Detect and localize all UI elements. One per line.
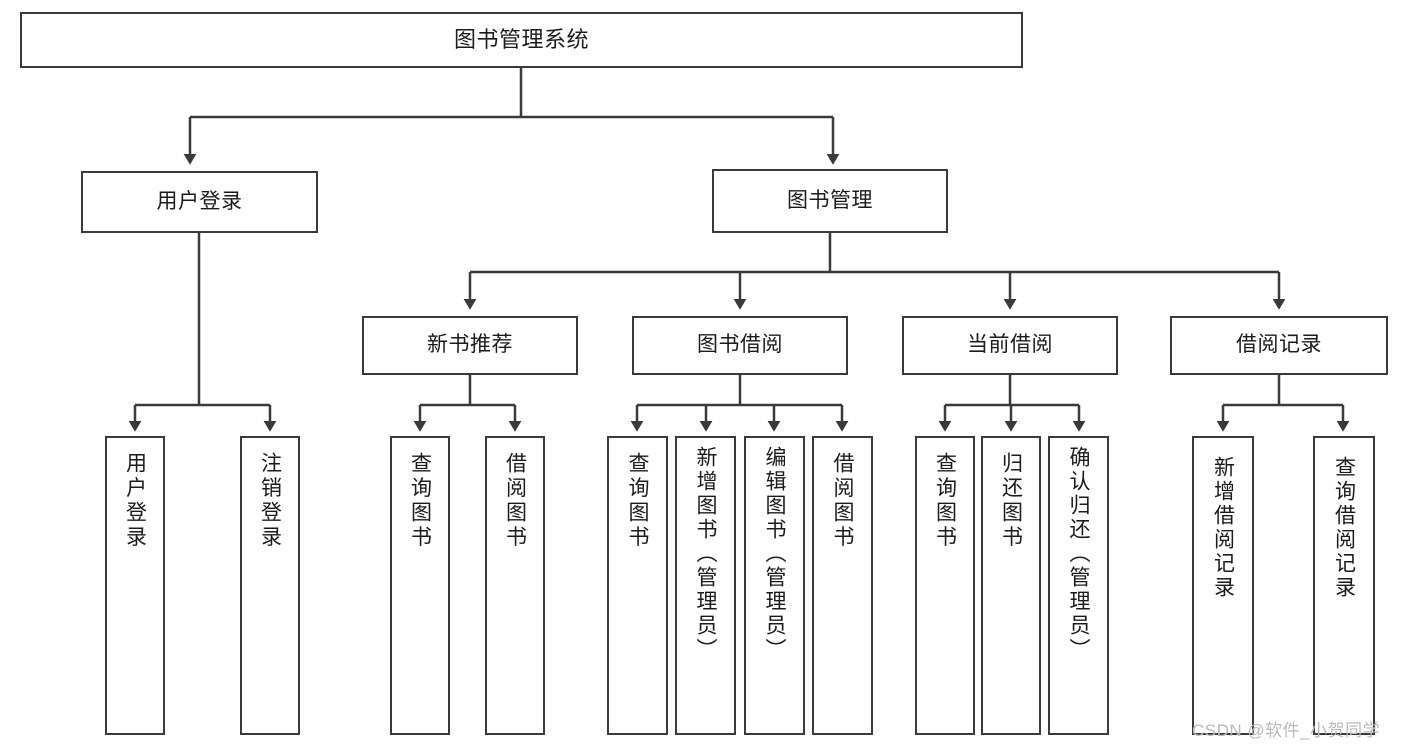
node-book-borrow[interactable]: 图书借阅 xyxy=(632,316,848,375)
leaf-rec-query-record-label: 查询借阅记录 xyxy=(1332,456,1356,600)
node-user-login[interactable]: 用户登录 xyxy=(81,171,318,233)
leaf-rec-query-record[interactable]: 查询借阅记录 xyxy=(1313,436,1375,735)
node-root[interactable]: 图书管理系统 xyxy=(20,12,1023,68)
leaf-cur-query-book[interactable]: 查询图书 xyxy=(915,436,975,735)
leaf-br-add-book[interactable]: 新增图书（管理员） xyxy=(675,436,736,735)
leaf-user-login-label: 用户登录 xyxy=(123,452,147,550)
leaf-rec-add-record-label: 新增借阅记录 xyxy=(1211,456,1235,600)
leaf-br-edit-book-label: 编辑图书（管理员） xyxy=(763,446,786,662)
leaf-cur-confirm-return[interactable]: 确认归还（管理员） xyxy=(1048,436,1109,735)
node-user-login-label: 用户登录 xyxy=(156,189,243,213)
leaf-cur-return-book-label: 归还图书 xyxy=(999,452,1023,550)
leaf-logout-label: 注销登录 xyxy=(258,452,282,550)
leaf-br-borrow-book[interactable]: 借阅图书 xyxy=(812,436,873,735)
node-root-label: 图书管理系统 xyxy=(453,27,589,53)
node-new-book-recommend[interactable]: 新书推荐 xyxy=(362,316,578,375)
leaf-nb-query-book[interactable]: 查询图书 xyxy=(390,436,450,735)
leaf-br-borrow-book-label: 借阅图书 xyxy=(831,452,854,550)
node-borrow-records[interactable]: 借阅记录 xyxy=(1170,316,1388,375)
csdn-watermark: CSDN @软件_小贺同学 xyxy=(1192,721,1381,740)
leaf-rec-add-record[interactable]: 新增借阅记录 xyxy=(1192,436,1254,735)
node-book-management[interactable]: 图书管理 xyxy=(712,169,948,233)
node-new-book-recommend-label: 新书推荐 xyxy=(427,333,513,357)
node-current-borrow-label: 当前借阅 xyxy=(967,333,1053,357)
node-book-management-label: 图书管理 xyxy=(787,188,873,212)
leaf-nb-borrow-book-label: 借阅图书 xyxy=(503,452,527,550)
leaf-br-add-book-label: 新增图书（管理员） xyxy=(694,446,717,662)
leaf-cur-query-book-label: 查询图书 xyxy=(933,452,957,550)
leaf-br-query-book[interactable]: 查询图书 xyxy=(607,436,668,735)
leaf-nb-borrow-book[interactable]: 借阅图书 xyxy=(485,436,545,735)
leaf-br-query-book-label: 查询图书 xyxy=(626,452,649,550)
leaf-cur-confirm-return-label: 确认归还（管理员） xyxy=(1067,446,1090,662)
leaf-cur-return-book[interactable]: 归还图书 xyxy=(981,436,1041,735)
node-current-borrow[interactable]: 当前借阅 xyxy=(902,316,1118,375)
node-book-borrow-label: 图书借阅 xyxy=(697,333,783,357)
leaf-user-login[interactable]: 用户登录 xyxy=(105,436,165,735)
node-borrow-records-label: 借阅记录 xyxy=(1236,333,1322,357)
leaf-logout[interactable]: 注销登录 xyxy=(240,436,300,735)
leaf-nb-query-book-label: 查询图书 xyxy=(408,452,432,550)
leaf-br-edit-book[interactable]: 编辑图书（管理员） xyxy=(744,436,805,735)
